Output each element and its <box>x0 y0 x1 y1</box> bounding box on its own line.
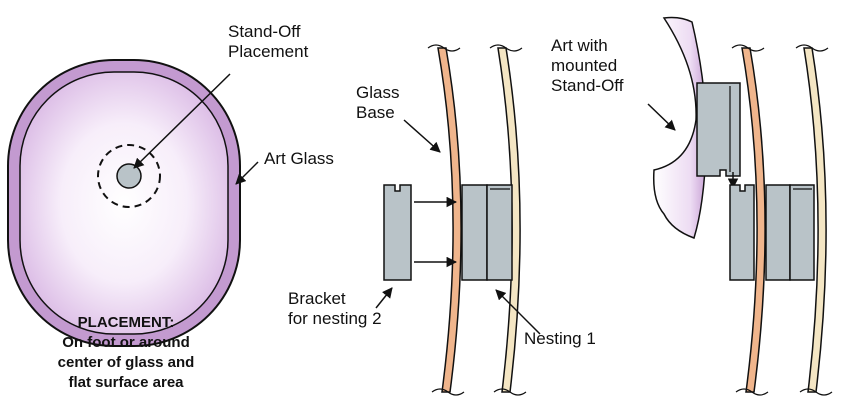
break-mark-bottom <box>431 388 527 396</box>
standoff-dot <box>116 163 142 189</box>
glass-base-leader <box>403 119 441 153</box>
placement-zone-dashed <box>97 144 161 208</box>
right-break-mark-top <box>731 44 829 52</box>
caption-line-2: On foot or around <box>62 334 189 351</box>
bracket-leader <box>375 287 393 309</box>
break-mark-top <box>427 44 523 52</box>
art-mounted-label-3: Stand-Off <box>551 76 624 95</box>
bracket-block <box>383 184 412 281</box>
right-nesting-block-a <box>765 184 791 281</box>
glass-base-section <box>375 44 541 396</box>
glass-base-label-2: Base <box>356 103 395 122</box>
art-glass-label: Art Glass <box>264 149 334 168</box>
bracket-label-1: Bracket <box>288 289 346 308</box>
right-nesting-block-b <box>789 184 815 281</box>
art-glass-top-view <box>7 59 259 347</box>
nesting1-leader <box>495 289 541 335</box>
art-glass-inner <box>19 71 229 335</box>
art-mounted-leader <box>647 103 676 131</box>
right-break-mark-bottom <box>735 388 833 396</box>
caption-line-1: PLACEMENT: <box>78 314 175 331</box>
caption-line-3: center of glass and <box>58 354 195 371</box>
orange-glass-sheet <box>437 47 462 393</box>
nesting-1-block-b <box>486 184 513 281</box>
right-orange-glass-sheet <box>741 47 766 393</box>
art-mounted-label-2: mounted <box>551 56 617 75</box>
art-mounted-label-1: Art with <box>551 36 608 55</box>
placement-caption: PLACEMENT: On foot or around center of g… <box>58 314 195 391</box>
nesting-1-block-a <box>461 184 488 281</box>
mounted-standoff-block <box>696 82 741 177</box>
nesting1-label: Nesting 1 <box>524 329 596 348</box>
right-bracket-block <box>729 184 755 281</box>
standoff-label-2: Placement <box>228 42 309 61</box>
mounted-standoff-section <box>647 16 833 396</box>
art-piece <box>652 16 707 239</box>
glass-base-label-1: Glass <box>356 83 399 102</box>
art-glass-leader <box>235 161 259 185</box>
standoff-leader <box>133 73 231 169</box>
standoff-label-1: Stand-Off <box>228 22 301 41</box>
bracket-label-2: for nesting 2 <box>288 309 382 328</box>
caption-line-4: flat surface area <box>68 374 184 391</box>
